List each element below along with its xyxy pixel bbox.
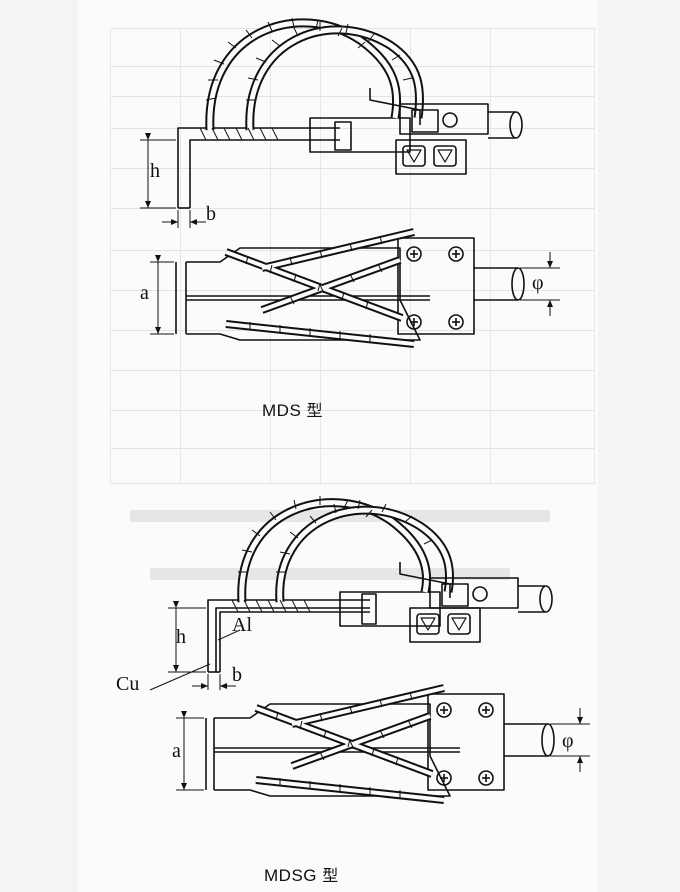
document-page bbox=[78, 0, 598, 892]
dimension-label-b: b bbox=[232, 664, 242, 686]
mds-top-view bbox=[150, 228, 560, 348]
dimension-label-a: a bbox=[172, 740, 181, 762]
dimension-label-phi: φ bbox=[532, 272, 544, 294]
figure-caption-mdsg: MDSG 型 bbox=[264, 866, 339, 885]
dimension-label-phi: φ bbox=[562, 730, 574, 752]
material-label-cu: Cu bbox=[116, 673, 140, 695]
mdsg-side-view bbox=[149, 496, 553, 691]
mdsg-top-view bbox=[176, 684, 590, 804]
material-label-al: Al bbox=[232, 614, 252, 636]
mds-side-view bbox=[140, 17, 523, 228]
dimension-label-h: h bbox=[150, 160, 160, 182]
dimension-label-h: h bbox=[176, 626, 186, 648]
dimension-label-b: b bbox=[206, 203, 216, 225]
figure-caption-mds: MDS 型 bbox=[262, 401, 324, 420]
dimension-label-a: a bbox=[140, 282, 149, 304]
